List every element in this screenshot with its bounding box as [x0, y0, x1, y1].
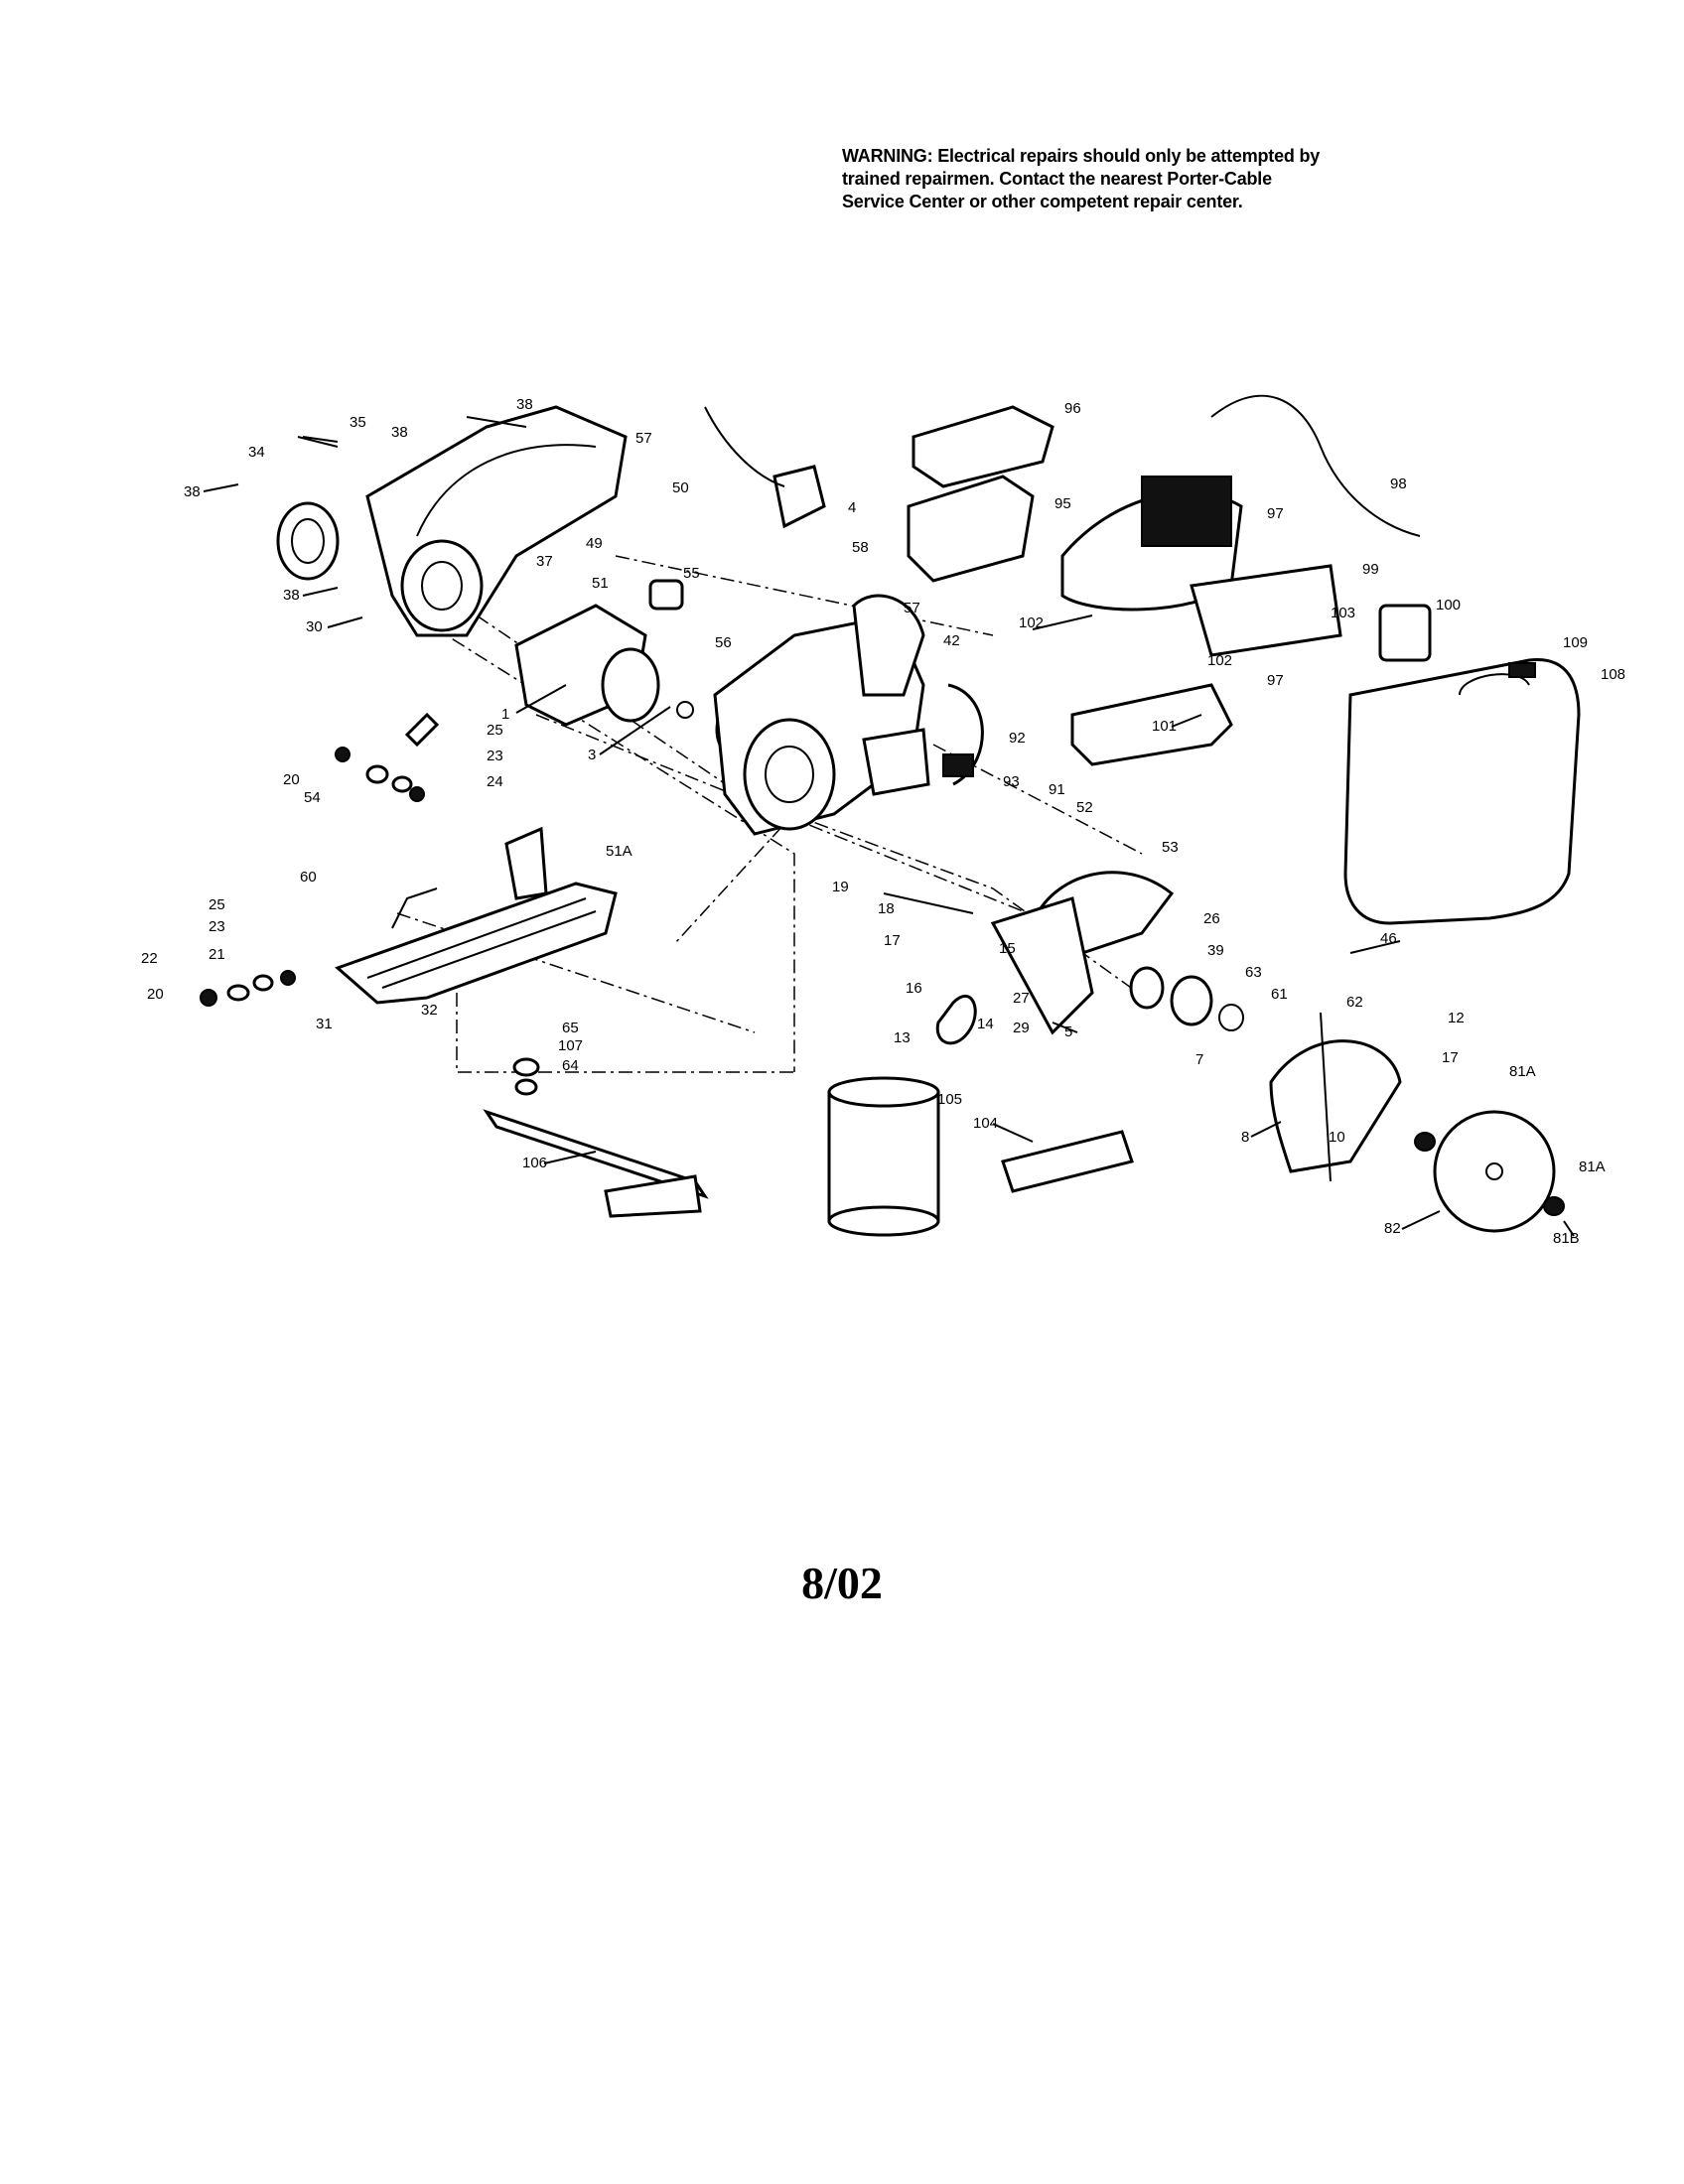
callout-97-top: 97 [1267, 505, 1284, 522]
callout-81B: 81B [1553, 1230, 1580, 1247]
callout-38-top2: 38 [391, 424, 408, 441]
callout-57-mid: 57 [904, 600, 920, 616]
callout-18: 18 [878, 900, 895, 917]
callout-26: 26 [1203, 910, 1220, 927]
callout-51A: 51A [606, 843, 632, 860]
callout-1: 1 [501, 706, 509, 723]
callout-10: 10 [1329, 1129, 1345, 1146]
callout-29: 29 [1013, 1020, 1030, 1036]
callout-7: 7 [1195, 1051, 1203, 1068]
callout-102-right: 102 [1207, 652, 1232, 669]
callout-98: 98 [1390, 476, 1407, 492]
blade-guard [883, 871, 1244, 1045]
callout-31: 31 [316, 1016, 333, 1032]
callout-64: 64 [562, 1057, 579, 1074]
callout-65: 65 [562, 1020, 579, 1036]
callout-24: 24 [487, 773, 503, 790]
callout-63: 63 [1245, 964, 1262, 981]
callout-25-left: 25 [209, 896, 225, 913]
callout-56: 56 [715, 634, 732, 651]
callout-58: 58 [852, 539, 869, 556]
callout-32: 32 [421, 1002, 438, 1019]
callout-39: 39 [1207, 942, 1224, 959]
main-housing [713, 594, 984, 836]
callout-17-right: 17 [1442, 1049, 1459, 1066]
callout-23-left: 23 [209, 918, 225, 935]
callout-104: 104 [973, 1115, 998, 1132]
callout-108: 108 [1601, 666, 1625, 683]
callout-91: 91 [1049, 781, 1065, 798]
carrying-case [1343, 657, 1581, 925]
callout-38-left: 38 [184, 483, 201, 500]
callout-30: 30 [306, 618, 323, 635]
callout-13: 13 [894, 1029, 911, 1046]
callout-103: 103 [1331, 605, 1355, 621]
callout-53: 53 [1162, 839, 1179, 856]
callout-105: 105 [937, 1091, 962, 1108]
callout-109: 109 [1563, 634, 1588, 651]
callout-100: 100 [1436, 597, 1461, 614]
callout-37: 37 [536, 553, 553, 570]
callout-35: 35 [350, 414, 366, 431]
callout-54: 54 [304, 789, 321, 806]
callout-81A-right: 81A [1579, 1159, 1606, 1175]
callout-92: 92 [1009, 730, 1026, 747]
footer-date: 8/02 [801, 1558, 883, 1608]
left-motor-housing [276, 405, 628, 637]
callout-51: 51 [592, 575, 609, 592]
callout-labels: 38 35 38 34 38 57 50 49 51 55 38 30 37 5… [141, 396, 1625, 1247]
callout-52: 52 [1076, 799, 1093, 816]
callout-20-left: 20 [147, 986, 164, 1003]
callout-12: 12 [1448, 1010, 1465, 1026]
callout-49: 49 [586, 535, 603, 552]
callout-22: 22 [141, 950, 158, 967]
callout-23-top: 23 [487, 748, 503, 764]
callout-106: 106 [522, 1155, 547, 1171]
saw-blade [1269, 1012, 1565, 1233]
callout-15: 15 [999, 940, 1016, 957]
brush-parts [862, 728, 974, 796]
callout-96: 96 [1064, 400, 1081, 417]
saw-base [335, 826, 618, 1005]
callout-14: 14 [977, 1016, 994, 1032]
callout-101: 101 [1152, 718, 1177, 735]
callout-3: 3 [588, 747, 596, 763]
callout-5: 5 [1064, 1024, 1072, 1040]
callout-42: 42 [943, 632, 960, 649]
callout-34: 34 [248, 444, 265, 461]
callout-4: 4 [848, 499, 856, 516]
rip-fence [483, 1057, 709, 1218]
callout-16: 16 [906, 980, 922, 997]
cylinder-and-tube [827, 1076, 1134, 1237]
base-hardware [200, 712, 440, 1007]
callout-19: 19 [832, 879, 849, 895]
callout-8: 8 [1241, 1129, 1249, 1146]
callout-38-mid: 38 [283, 587, 300, 604]
leader-lines [203, 436, 1575, 1237]
callout-25-top: 25 [487, 722, 503, 739]
callout-55: 55 [683, 565, 700, 582]
callout-97-bottom: 97 [1267, 672, 1284, 689]
callout-107: 107 [558, 1037, 583, 1054]
callout-38-top: 38 [516, 396, 533, 413]
callout-60: 60 [300, 869, 317, 886]
callout-82: 82 [1384, 1220, 1401, 1237]
callout-27: 27 [1013, 990, 1030, 1007]
callout-50: 50 [672, 479, 689, 496]
callout-61: 61 [1271, 986, 1288, 1003]
callout-99: 99 [1362, 561, 1379, 578]
callout-62-top: 62 [1346, 994, 1363, 1011]
callout-93: 93 [1003, 773, 1020, 790]
callout-95: 95 [1054, 495, 1071, 512]
top-components [704, 394, 1432, 766]
callout-57-top: 57 [635, 430, 652, 447]
callout-17-left: 17 [884, 932, 901, 949]
callout-81A-top: 81A [1509, 1063, 1536, 1080]
callout-20-top: 20 [283, 771, 300, 788]
callout-102-left: 102 [1019, 614, 1044, 631]
warning-note: WARNING: Electrical repairs should only … [842, 146, 1321, 211]
callout-21: 21 [209, 946, 225, 963]
